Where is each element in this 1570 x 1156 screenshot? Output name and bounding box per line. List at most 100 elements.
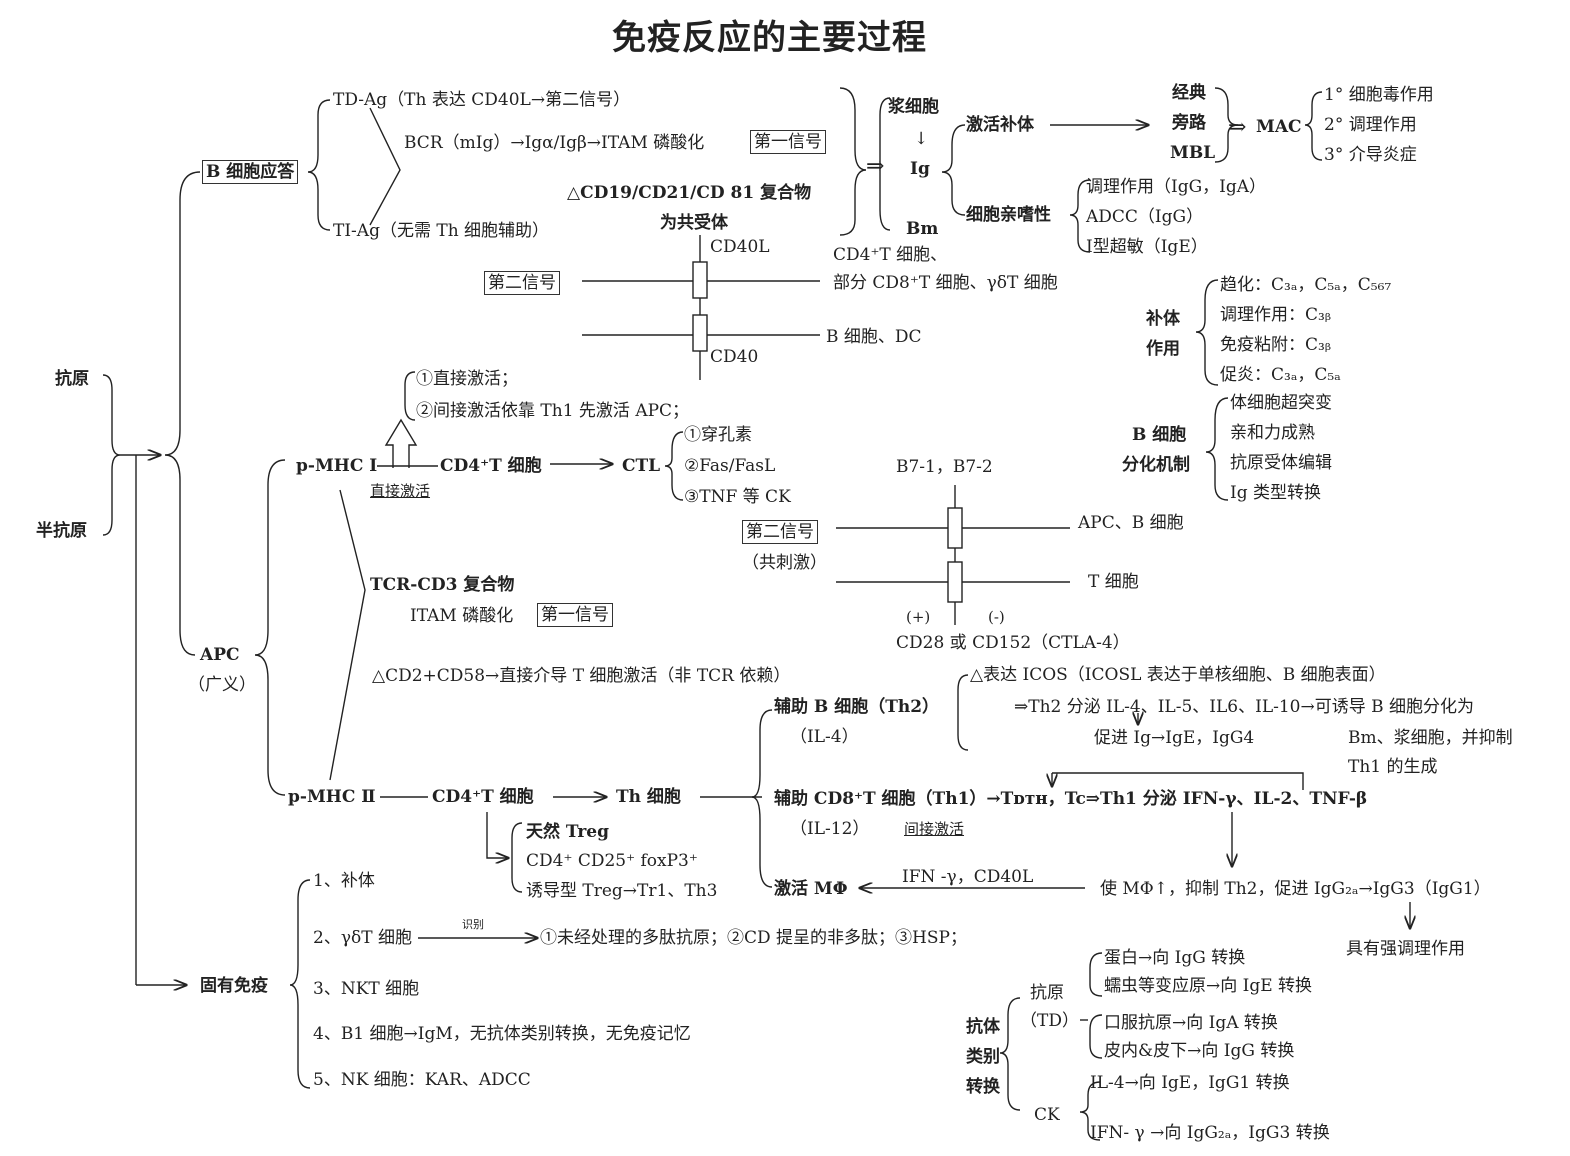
ctl-mech-1: ①穿孔素 xyxy=(684,425,752,445)
gd-targets: ①未经处理的多肽抗原；②CD 提呈的非多肽；③HSP； xyxy=(540,928,967,948)
th2-secrete-text: ⇒Th2 分泌 IL-4、IL-5、IL6、IL-10→可诱导 B 细胞分化为 xyxy=(1014,697,1475,717)
innate-item: 3、NKT 细胞 xyxy=(313,979,420,999)
mac-label: MAC xyxy=(1256,117,1302,137)
type1-hypersensitivity: Ⅰ型超敏（IgE） xyxy=(1086,237,1208,257)
ti-ag-text: TI-Ag（无需 Th 细胞辅助） xyxy=(333,221,550,241)
complement-opsonization: 调理作用：C₃ᵦ xyxy=(1220,305,1332,325)
pmhc1-label: p-MHC Ⅰ xyxy=(296,456,378,476)
apc-label: APC xyxy=(200,645,240,665)
activate-complement: 激活补体 xyxy=(966,115,1034,135)
cd40-cells: B 细胞、DC xyxy=(826,327,922,347)
switch-ag-item: 口服抗原→向 IgA 转换 xyxy=(1104,1013,1278,1033)
switch-ag-item: 蠕虫等变应原→向 IgE 转换 xyxy=(1104,976,1313,996)
apc-b-label: APC、B 细胞 xyxy=(1078,513,1184,533)
td-ag-text: TD-Ag（Th 表达 CD40L→第二信号） xyxy=(333,90,631,110)
b-diff-item: Ig 类型转换 xyxy=(1230,483,1322,503)
mac-effect-3: 3° 介导炎症 xyxy=(1324,145,1417,165)
first-signal-box: 第一信号 xyxy=(750,130,826,154)
b7-label: B7-1，B7-2 xyxy=(896,457,993,477)
switch-ck-item: IL-4→向 IgE，IgG1 转换 xyxy=(1090,1073,1290,1093)
b-diff-item: 亲和力成熟 xyxy=(1230,423,1315,443)
first-signal-box-2: 第一信号 xyxy=(537,603,613,627)
mac-effect-2: 2° 调理作用 xyxy=(1324,115,1417,135)
down-arrow: ↓ xyxy=(914,129,929,149)
th2-label: 辅助 B 细胞（Th2） xyxy=(774,697,940,717)
icos-text: △表达 ICOS（ICOSL 表达于单核细胞、B 细胞表面） xyxy=(970,665,1386,685)
ctl-mech-3: ③TNF 等 CK xyxy=(684,487,791,507)
opsonization-text: 调理作用（IgG，IgA） xyxy=(1086,177,1267,197)
switch-ck-item: IFN- γ →向 IgG₂ₐ，IgG3 转换 xyxy=(1090,1123,1330,1143)
switch-antigen-td: （TD） xyxy=(1020,1011,1079,1031)
alternative-pathway: 旁路 xyxy=(1172,113,1206,133)
bcr-text: BCR（mIg）→Igα/Igβ→ITAM 磷酸化 xyxy=(404,133,705,153)
recognize-label: 识别 xyxy=(462,918,484,931)
t-cell-label: T 细胞 xyxy=(1088,572,1139,592)
strong-opsonization: 具有强调理作用 xyxy=(1346,939,1465,959)
th1-text: 辅助 CD8⁺T 细胞（Th1）→Tᴅᴛʜ，Tc⇒Th1 分泌 IFN-γ、IL… xyxy=(774,789,1368,809)
b-diff-label-2: 分化机制 xyxy=(1122,455,1190,475)
macro-effect: 使 MΦ↑，抑制 Th2，促进 IgG₂ₐ→IgG3（IgG1） xyxy=(1100,879,1491,899)
innate-label: 固有免疫 xyxy=(200,976,268,996)
cd40l-cells-2: 部分 CD8⁺T 细胞、γδT 细胞 xyxy=(833,273,1058,293)
switch-label-2: 类别 xyxy=(966,1047,1000,1067)
cd4t-1-label: CD4⁺T 细胞 xyxy=(440,456,542,476)
apc-sub: （广义） xyxy=(188,675,256,695)
mac-effect-1: 1° 细胞毒作用 xyxy=(1324,85,1434,105)
svg-text:⇒: ⇒ xyxy=(1228,115,1246,140)
activation-1: ①直接激活； xyxy=(416,369,518,389)
treg-natural: 天然 Treg xyxy=(526,822,609,842)
mbl-pathway: MBL xyxy=(1170,143,1216,163)
plus-label: (+) xyxy=(906,608,931,626)
switch-label-3: 转换 xyxy=(966,1077,1000,1097)
macro-label: 激活 MΦ xyxy=(774,879,848,899)
b-diff-item: 抗原受体编辑 xyxy=(1230,453,1332,473)
direct-activation: 直接激活 xyxy=(370,482,431,500)
switch-label-1: 抗体 xyxy=(966,1017,1000,1037)
cd2-text: △CD2+CD58→直接介导 T 细胞激活（非 TCR 依赖） xyxy=(372,666,791,686)
il12-label: （IL-12） xyxy=(790,819,870,839)
complement-adherence: 免疫粘附：C₃ᵦ xyxy=(1220,335,1332,355)
complement-inflammation: 促炎：C₃ₐ，C₅ₐ xyxy=(1220,365,1341,385)
switch-ck: CK xyxy=(1034,1105,1060,1125)
treg-markers: CD4⁺ CD25⁺ foxP3⁺ xyxy=(526,851,698,871)
innate-item: 5、NK 细胞：KAR、ADCC xyxy=(313,1070,531,1090)
costim-label: （共刺激） xyxy=(742,553,827,573)
adcc-text: ADCC（IgG） xyxy=(1086,207,1204,227)
cd40l-label: CD40L xyxy=(710,237,770,257)
promote-ig-text: 促进 Ig→IgE，IgG4 xyxy=(1094,728,1255,748)
svg-text:⇒: ⇒ xyxy=(866,154,884,179)
complement-chemotaxis: 趋化：C₃ₐ，C₅ₐ，C₅₆₇ xyxy=(1220,275,1392,295)
hapten-label: 半抗原 xyxy=(36,521,87,541)
cd28-label: CD28 或 CD152（CTLA-4） xyxy=(896,633,1130,653)
innate-item: 4、B1 细胞→IgM，无抗体类别转换，无免疫记忆 xyxy=(313,1024,691,1044)
b-diff-label-1: B 细胞 xyxy=(1132,425,1187,445)
ifn-label: IFN -γ，CD40L xyxy=(902,867,1034,887)
innate-item: 1、补体 xyxy=(313,871,375,891)
cd40l-cells-1: CD4⁺T 细胞、 xyxy=(833,245,948,265)
minus-label: (-) xyxy=(988,608,1005,626)
switch-ag-item: 蛋白→向 IgG 转换 xyxy=(1104,948,1246,968)
itam-label: ITAM 磷酸化 xyxy=(410,606,514,626)
th-cell-label: Th 细胞 xyxy=(616,787,681,807)
ctl-mech-2: ②Fas/FasL xyxy=(684,456,776,476)
innate-item: 2、γδT 细胞 xyxy=(313,928,412,948)
indirect-activation: 间接激活 xyxy=(904,820,965,838)
classic-pathway: 经典 xyxy=(1172,83,1206,103)
cd40-label: CD40 xyxy=(710,347,759,367)
cd4t-2-label: CD4⁺T 细胞 xyxy=(432,787,534,807)
ctl-label: CTL xyxy=(622,456,661,476)
il4-label: （IL-4） xyxy=(790,727,859,747)
switch-ag-item: 皮内&皮下→向 IgG 转换 xyxy=(1104,1041,1295,1061)
second-signal-box-2: 第二信号 xyxy=(742,520,818,544)
activation-2: ②间接激活依靠 Th1 先激活 APC； xyxy=(416,401,690,421)
plasma-cell-label: 浆细胞 xyxy=(888,97,939,117)
bm-plasma-text: Bm、浆细胞，并抑制 xyxy=(1348,728,1513,748)
cytophilic-label: 细胞亲嗜性 xyxy=(966,205,1051,225)
b-diff-item: 体细胞超突变 xyxy=(1230,393,1332,413)
pmhc2-label: p-MHC Ⅱ xyxy=(288,787,376,807)
ig-label: Ig xyxy=(910,159,930,179)
bm-label: Bm xyxy=(906,219,939,239)
second-signal-box: 第二信号 xyxy=(484,271,560,295)
